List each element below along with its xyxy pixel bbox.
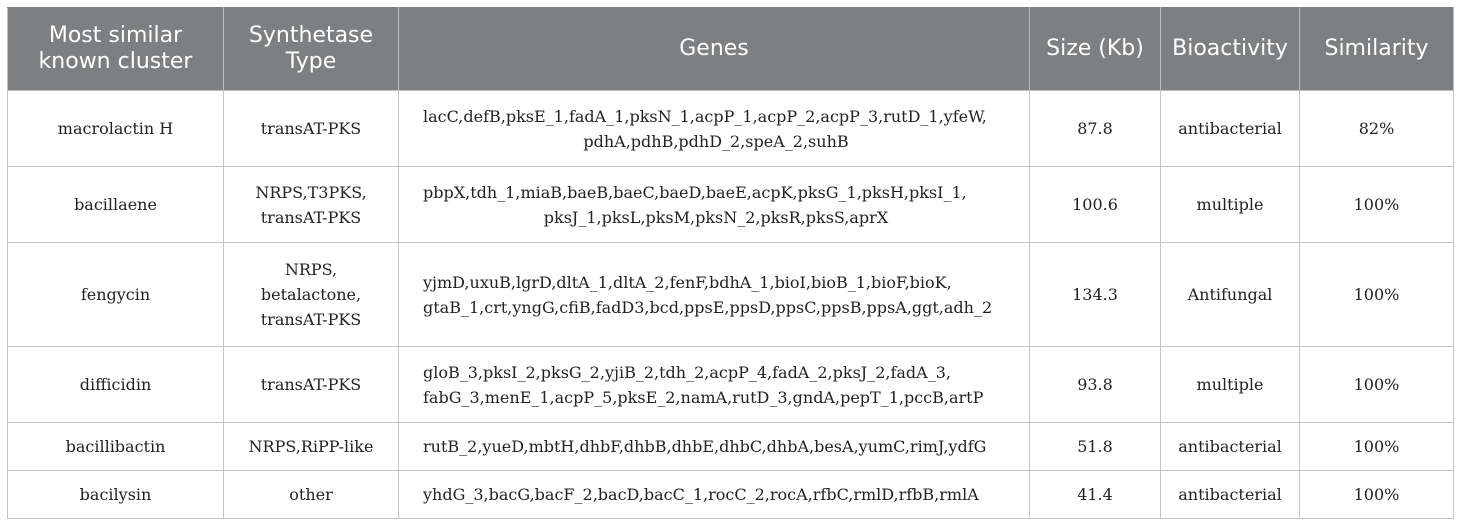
cell-cluster: difficidin [7, 346, 224, 423]
cell-size: 100.6 [1029, 166, 1161, 243]
cell-size: 134.3 [1029, 242, 1161, 347]
genes-line: gtaB_1,crt,yngG,cfiB,fadD3,bcd,ppsE,ppsD… [423, 297, 993, 317]
cell-bioactivity: antibacterial [1160, 470, 1300, 519]
genes-line: yhdG_3,bacG,bacF_2,bacD,bacC_1,rocC_2,ro… [423, 485, 979, 504]
synthetase-line: NRPS,RiPP-like [248, 437, 374, 456]
cell-genes: yjmD,uxuB,lgrD,dltA_1,dltA_2,fenF,bdhA_1… [398, 242, 1030, 347]
header-cluster: Most similar known cluster [7, 7, 224, 91]
cell-genes: rutB_2,yueD,mbtH,dhbF,dhbB,dhbE,dhbC,dhb… [398, 422, 1030, 471]
header-synthetase-line: Synthetase [248, 23, 374, 48]
genes-line: rutB_2,yueD,mbtH,dhbF,dhbB,dhbE,dhbC,dhb… [423, 437, 987, 456]
cell-similarity: 100% [1299, 470, 1454, 519]
table-row: bacillaene NRPS,T3PKS, transAT-PKS pbpX,… [7, 166, 1454, 243]
cell-cluster: bacillibactin [7, 422, 224, 471]
table-row: difficidin transAT-PKS gloB_3,pksI_2,pks… [7, 346, 1454, 423]
cell-genes: lacC,defB,pksE_1,fadA_1,pksN_1,acpP_1,ac… [398, 90, 1030, 167]
synthetase-line: NRPS, [284, 260, 338, 279]
synthetase-line: transAT-PKS [260, 375, 362, 394]
header-bioactivity: Bioactivity [1160, 7, 1300, 91]
cell-synthetase: transAT-PKS [223, 90, 399, 167]
genes-line: fabG_3,menE_1,acpP_5,pksE_2,namA,rutD_3,… [423, 387, 984, 407]
genes-line: yjmD,uxuB,lgrD,dltA_1,dltA_2,fenF,bdhA_1… [423, 272, 952, 292]
genes-line: gloB_3,pksI_2,pksG_2,yjiB_2,tdh_2,acpP_4… [423, 362, 951, 382]
genes-line: pdhA,pdhB,pdhD_2,speA_2,suhB [583, 131, 849, 151]
cell-similarity: 100% [1299, 166, 1454, 243]
cell-size: 51.8 [1029, 422, 1161, 471]
cell-bioactivity: antibacterial [1160, 422, 1300, 471]
cell-bioactivity: multiple [1160, 346, 1300, 423]
synthetase-line: transAT-PKS [260, 310, 362, 329]
table-body: macrolactin H transAT-PKS lacC,defB,pksE… [7, 90, 1454, 519]
table-row: fengycin NRPS, betalactone, transAT-PKS … [7, 242, 1454, 347]
table-row: bacillibactin NRPS,RiPP-like rutB_2,yueD… [7, 422, 1454, 471]
cell-synthetase: NRPS,T3PKS, transAT-PKS [223, 166, 399, 243]
cell-similarity: 100% [1299, 422, 1454, 471]
cell-cluster: bacilysin [7, 470, 224, 519]
synthetase-line: betalactone, [260, 285, 362, 304]
table-header: Most similar known cluster Synthetase Ty… [7, 7, 1454, 91]
genes-line: pbpX,tdh_1,miaB,baeB,baeC,baeD,baeE,acpK… [423, 182, 967, 202]
table-row: macrolactin H transAT-PKS lacC,defB,pksE… [7, 90, 1454, 167]
synthetase-line: transAT-PKS [260, 119, 362, 138]
cell-synthetase: other [223, 470, 399, 519]
cell-genes: yhdG_3,bacG,bacF_2,bacD,bacC_1,rocC_2,ro… [398, 470, 1030, 519]
synthetase-line: NRPS,T3PKS, [255, 182, 367, 202]
cell-bioactivity: antibacterial [1160, 90, 1300, 167]
header-synthetase: Synthetase Type [223, 7, 399, 91]
cell-cluster: fengycin [7, 242, 224, 347]
cell-similarity: 100% [1299, 346, 1454, 423]
cell-bioactivity: Antifungal [1160, 242, 1300, 347]
cell-synthetase: NRPS,RiPP-like [223, 422, 399, 471]
header-size: Size (Kb) [1029, 7, 1161, 91]
gene-cluster-table: Most similar known cluster Synthetase Ty… [7, 7, 1454, 519]
table-row: bacilysin other yhdG_3,bacG,bacF_2,bacD,… [7, 470, 1454, 519]
cell-genes: pbpX,tdh_1,miaB,baeB,baeC,baeD,baeE,acpK… [398, 166, 1030, 243]
header-cluster-line: known cluster [38, 49, 193, 74]
header-synthetase-line: Type [285, 49, 337, 74]
cell-size: 93.8 [1029, 346, 1161, 423]
header-genes: Genes [398, 7, 1030, 91]
genes-line: lacC,defB,pksE_1,fadA_1,pksN_1,acpP_1,ac… [423, 106, 987, 126]
cell-cluster: macrolactin H [7, 90, 224, 167]
cell-bioactivity: multiple [1160, 166, 1300, 243]
header-similarity: Similarity [1299, 7, 1454, 91]
gene-cluster-table-container: Most similar known cluster Synthetase Ty… [7, 7, 1454, 519]
genes-line: pksJ_1,pksL,pksM,pksN_2,pksR,pksS,aprX [543, 207, 889, 227]
cell-size: 87.8 [1029, 90, 1161, 167]
cell-cluster: bacillaene [7, 166, 224, 243]
cell-synthetase: transAT-PKS [223, 346, 399, 423]
cell-genes: gloB_3,pksI_2,pksG_2,yjiB_2,tdh_2,acpP_4… [398, 346, 1030, 423]
synthetase-line: other [289, 485, 333, 504]
cell-similarity: 82% [1299, 90, 1454, 167]
header-cluster-line: Most similar [48, 23, 183, 48]
cell-synthetase: NRPS, betalactone, transAT-PKS [223, 242, 399, 347]
cell-similarity: 100% [1299, 242, 1454, 347]
cell-size: 41.4 [1029, 470, 1161, 519]
header-row: Most similar known cluster Synthetase Ty… [7, 7, 1454, 91]
synthetase-line: transAT-PKS [260, 207, 362, 227]
